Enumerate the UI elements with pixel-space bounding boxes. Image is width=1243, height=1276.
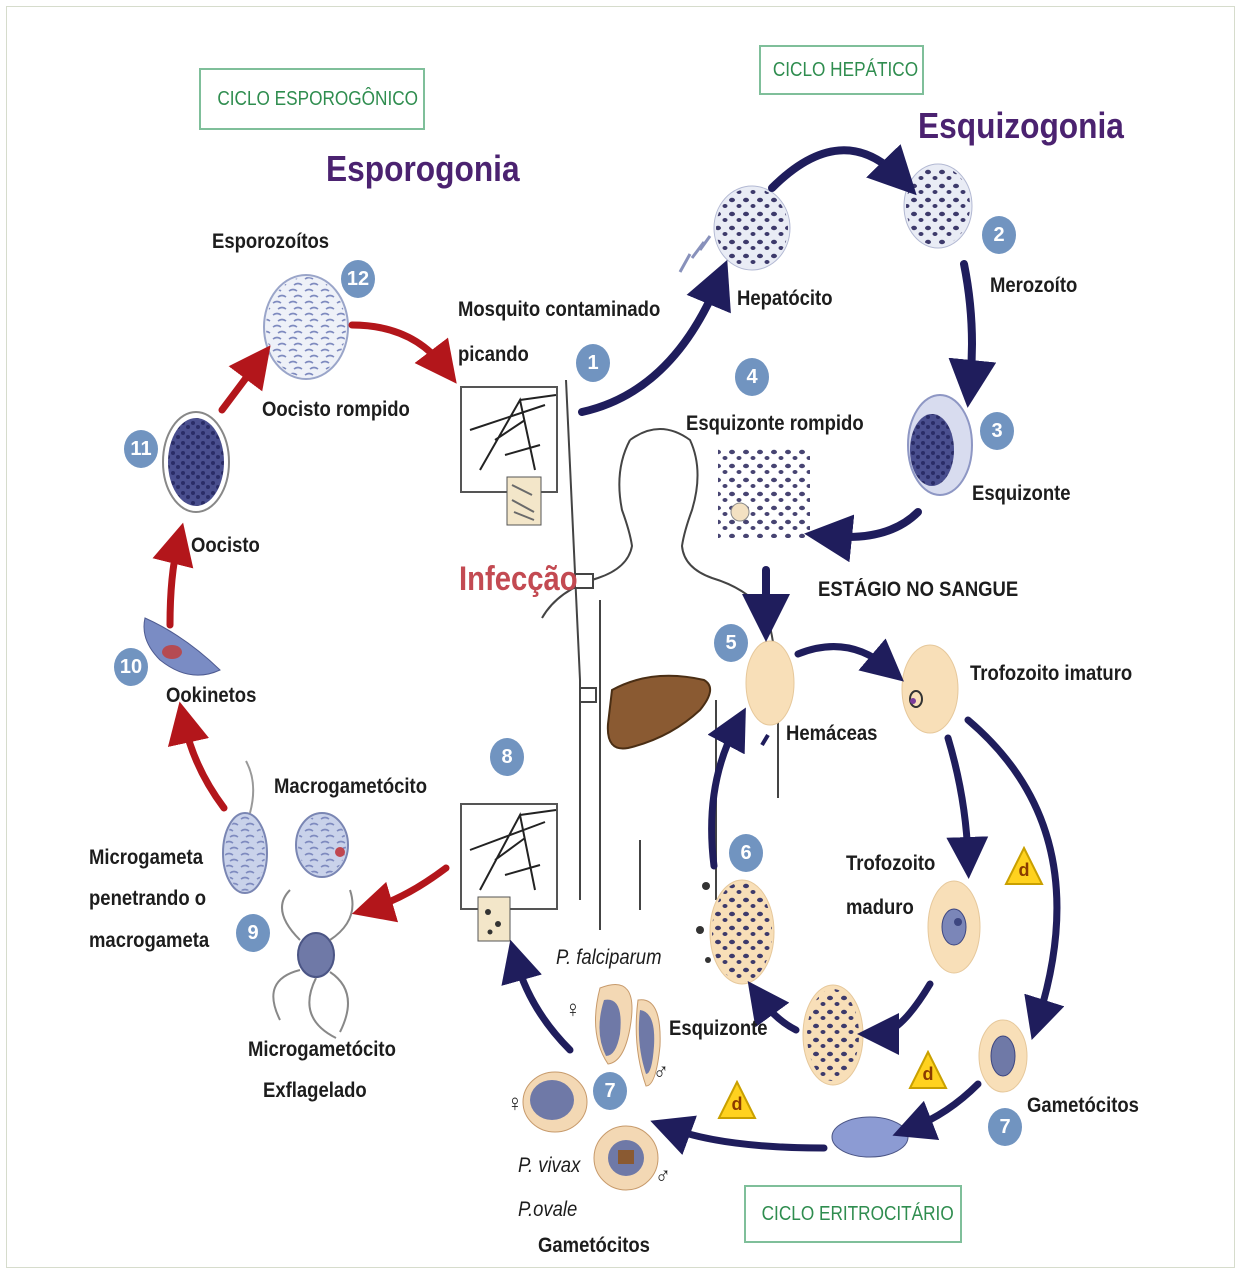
microgamete-label-3: macrogameta bbox=[89, 929, 209, 953]
red-cells-label: Hemáceas bbox=[786, 722, 877, 746]
erythrocytic-cycle-box: CICLO ERITROCITÁRIO bbox=[744, 1185, 962, 1243]
microgametocyte-label-1: Microgametócito bbox=[248, 1038, 396, 1062]
hepatic-schizont-label: Esquizonte bbox=[972, 482, 1071, 506]
warning-triangle-icon: d bbox=[717, 1080, 757, 1120]
microgametocyte-label-2: Exflagelado bbox=[263, 1079, 367, 1103]
immature-trophozoite-cell bbox=[902, 645, 958, 733]
blood-schizont-cell bbox=[803, 985, 863, 1085]
step-10-badge: 10 bbox=[114, 648, 148, 686]
mature-trophozoite-label-1: Trofozoito bbox=[846, 852, 935, 876]
macrogametocyte-cell bbox=[296, 813, 348, 877]
hepatic-cycle-box: CICLO HEPÁTICO bbox=[759, 45, 924, 95]
ovale-label: P.ovale bbox=[518, 1198, 577, 1222]
falciparum-gametocytes bbox=[596, 984, 661, 1086]
male-symbol-icon: ♂ bbox=[655, 1162, 671, 1190]
mature-trophozoite-cell bbox=[928, 881, 980, 973]
ookinetes-label: Ookinetos bbox=[166, 684, 256, 708]
microgamete-label-2: penetrando o bbox=[89, 887, 206, 911]
hepatocyte-label: Hepatócito bbox=[737, 287, 832, 311]
mosquito-label-2: picando bbox=[458, 343, 529, 367]
crescent-gametocyte-cell bbox=[832, 1117, 908, 1157]
sporozoites-label: Esporozoítos bbox=[212, 230, 329, 254]
schizogony-heading: Esquizogonia bbox=[918, 105, 1124, 147]
step-12-badge: 12 bbox=[341, 260, 375, 298]
step-7-badge-right: 7 bbox=[988, 1108, 1022, 1146]
liver-icon bbox=[608, 676, 710, 749]
step-4-badge: 4 bbox=[735, 358, 769, 396]
exflagellated-microgametocyte bbox=[273, 890, 352, 1038]
sporogony-heading: Esporogonia bbox=[326, 148, 520, 190]
microgamete-label-1: Microgameta bbox=[89, 846, 203, 870]
microgamete-cell bbox=[223, 761, 267, 893]
macrogametocyte-label: Macrogametócito bbox=[274, 775, 427, 799]
step-7-badge-bottom: 7 bbox=[593, 1072, 627, 1110]
rupturing-schizont-cell bbox=[696, 880, 774, 984]
ookinete-cell bbox=[144, 618, 220, 675]
step-3-badge: 3 bbox=[980, 412, 1014, 450]
male-symbol-icon: ♂ bbox=[653, 1058, 669, 1086]
gametocyte-cell bbox=[979, 1020, 1027, 1092]
ruptured-schizont-label: Esquizonte rompido bbox=[686, 412, 864, 436]
vivax-label: P. vivax bbox=[518, 1154, 580, 1178]
falciparum-label: P. falciparum bbox=[556, 946, 661, 970]
hepatic-schizont-cell bbox=[908, 395, 972, 495]
female-symbol-icon: ♀ bbox=[507, 1090, 523, 1118]
gametocytes-label: Gametócitos bbox=[1027, 1094, 1139, 1118]
step-9-badge: 9 bbox=[236, 914, 270, 952]
step-8-badge: 8 bbox=[490, 738, 524, 776]
step-6-badge: 6 bbox=[729, 834, 763, 872]
sporozoites-cell bbox=[264, 275, 348, 379]
warning-triangle-icon: d bbox=[908, 1050, 948, 1090]
blood-schizont-label: Esquizonte bbox=[669, 1017, 768, 1041]
warning-triangle-icon: d bbox=[1004, 846, 1044, 886]
mosquito-feeding-panel bbox=[461, 804, 557, 941]
mosquito-biting-panel bbox=[461, 387, 557, 525]
infection-label: Infecção bbox=[459, 560, 578, 599]
mature-trophozoite-label-2: maduro bbox=[846, 896, 914, 920]
sporogonic-cycle-box: CICLO ESPOROGÔNICO bbox=[199, 68, 425, 130]
mosquito-label-1: Mosquito contaminado bbox=[458, 298, 660, 322]
step-2-badge: 2 bbox=[982, 216, 1016, 254]
oocyst-label: Oocisto bbox=[191, 534, 260, 558]
ruptured-oocyst-label: Oocisto rompido bbox=[262, 398, 410, 422]
merozoite-label: Merozoíto bbox=[990, 274, 1077, 298]
immature-trophozoite-label: Trofozoito imaturo bbox=[970, 662, 1132, 686]
oocyst-cell bbox=[163, 412, 229, 512]
hepatocyte-cell bbox=[680, 186, 790, 272]
step-5-badge: 5 bbox=[714, 624, 748, 662]
female-symbol-icon: ♀ bbox=[565, 996, 581, 1024]
bottom-gametocytes-label: Gametócitos bbox=[538, 1234, 650, 1258]
step-11-badge: 11 bbox=[124, 430, 158, 468]
step-1-badge: 1 bbox=[576, 344, 610, 382]
blood-stage-label: ESTÁGIO NO SANGUE bbox=[818, 578, 1018, 602]
ruptured-schizont-cell bbox=[718, 448, 810, 538]
merozoite-hepatocyte-cell bbox=[904, 164, 972, 248]
